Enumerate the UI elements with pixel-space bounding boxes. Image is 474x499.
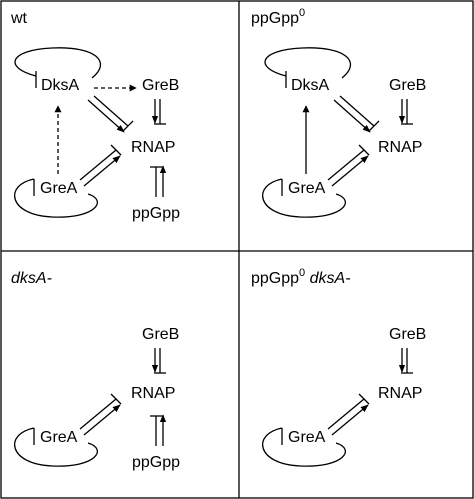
node-grea: GreA: [288, 180, 326, 197]
grea-rnap-arrow: [83, 155, 121, 187]
panel-label: ppGpp0 dksA-: [251, 267, 351, 287]
panel-label: ppGpp0: [251, 7, 305, 27]
grea-self-loop: [14, 427, 98, 467]
node-greb: GreB: [389, 77, 426, 94]
grea-rnap-repression: [79, 149, 117, 181]
node-grea: GreA: [288, 429, 326, 446]
grea-rnap-repression-bar: [358, 144, 370, 156]
node-greb: GreB: [142, 326, 179, 343]
grea-rnap-repression: [327, 149, 365, 181]
grea-rnap-repression: [327, 398, 365, 430]
grea-self-loop: [14, 178, 98, 218]
panel-label: wt: [10, 10, 28, 27]
grea-rnap-repression: [79, 398, 117, 430]
grea-rnap-arrow: [331, 404, 369, 436]
panel-wt: wt DksA GreB RNAP GreA ppGpp: [10, 10, 180, 222]
dksa-rnap-repression: [339, 95, 375, 127]
node-grea: GreA: [40, 429, 78, 446]
node-ppgpp: ppGpp: [132, 205, 180, 222]
node-rnap: RNAP: [378, 139, 422, 156]
node-greb: GreB: [389, 326, 426, 343]
node-rnap: RNAP: [131, 385, 175, 402]
dksa-rnap-repression-bar: [368, 120, 380, 132]
panel-dksa-minus: dksA- GreB RNAP GreA ppGpp: [11, 270, 180, 471]
dksa-self-loop: [264, 47, 352, 79]
grea-rnap-repression-bar: [110, 144, 122, 156]
node-rnap: RNAP: [131, 139, 175, 156]
panel-ppgpp0-dksa-minus: ppGpp0 dksA- GreB RNAP GreA: [251, 267, 426, 467]
grea-rnap-arrow: [331, 155, 369, 187]
node-dksa: DksA: [291, 77, 330, 94]
node-dksa: DksA: [41, 77, 80, 94]
panel-ppgpp0: ppGpp0 DksA GreB RNAP GreA: [251, 7, 426, 218]
node-grea: GreA: [40, 180, 78, 197]
dksa-self-loop: [14, 47, 102, 79]
dksa-rnap-repression-bar: [122, 120, 134, 132]
dksa-rnap-repression: [93, 95, 129, 127]
panel-label: dksA-: [11, 270, 52, 287]
grea-rnap-repression-bar: [358, 393, 370, 405]
node-ppgpp: ppGpp: [132, 454, 180, 471]
dksa-rnap-arrow: [333, 99, 371, 133]
dksa-rnap-arrow: [87, 99, 125, 133]
grea-self-loop: [262, 178, 346, 218]
grea-rnap-arrow: [83, 404, 121, 436]
node-rnap: RNAP: [378, 385, 422, 402]
node-greb: GreB: [142, 77, 179, 94]
grea-rnap-repression-bar: [110, 393, 122, 405]
grea-self-loop: [262, 427, 346, 467]
